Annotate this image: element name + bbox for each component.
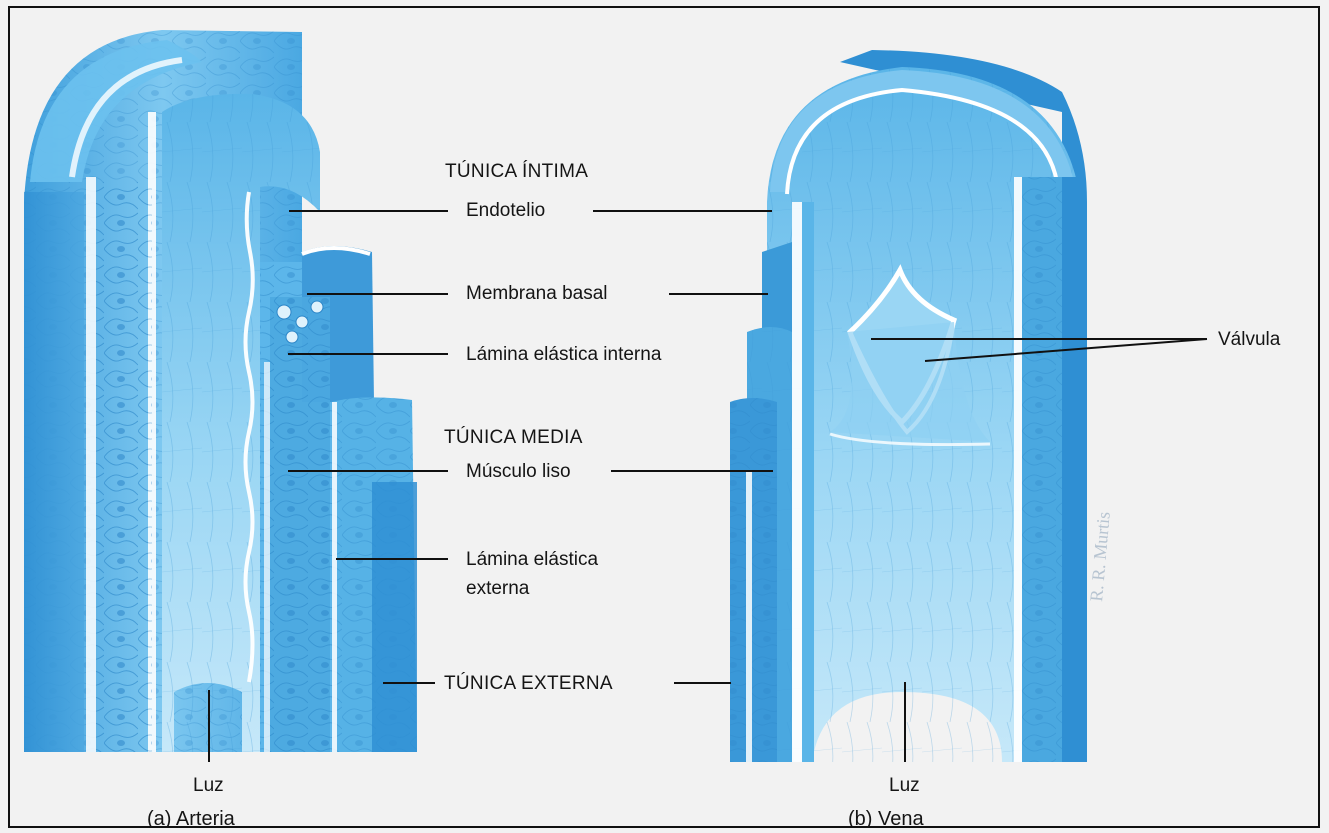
label-membrana-basal: Membrana basal — [466, 283, 608, 305]
vein-right-wall-elastic — [1014, 177, 1022, 762]
label-luz-arteria: Luz — [193, 775, 224, 797]
label-tunica-externa: TÚNICA EXTERNA — [444, 673, 613, 695]
caption-vena: (b) Vena — [848, 808, 924, 828]
artery-illustration — [24, 30, 417, 752]
label-musculo-liso: Músculo liso — [466, 461, 571, 483]
figure-frame: R. R. Murtis TÚNICA ÍNTIMA Endotelio Mem… — [8, 6, 1320, 828]
artery-external-elastic-stripe — [86, 177, 96, 752]
label-tunica-intima: TÚNICA ÍNTIMA — [445, 161, 588, 183]
vein-illustration: R. R. Murtis — [730, 50, 1114, 762]
label-lamina-elastica-externa-line1: Lámina elástica — [466, 549, 598, 571]
label-lamina-elastica-interna: Lámina elástica interna — [466, 344, 661, 366]
label-valvula: Válvula — [1218, 329, 1280, 351]
label-tunica-media: TÚNICA MEDIA — [444, 427, 583, 449]
label-luz-vena: Luz — [889, 775, 920, 797]
blood-vessels-illustration: R. R. Murtis — [10, 8, 1320, 828]
caption-arteria: (a) Arteria — [147, 808, 235, 828]
label-lamina-elastica-externa-line2: externa — [466, 578, 529, 600]
label-endotelio: Endotelio — [466, 200, 545, 222]
artist-signature: R. R. Murtis — [1086, 511, 1114, 602]
